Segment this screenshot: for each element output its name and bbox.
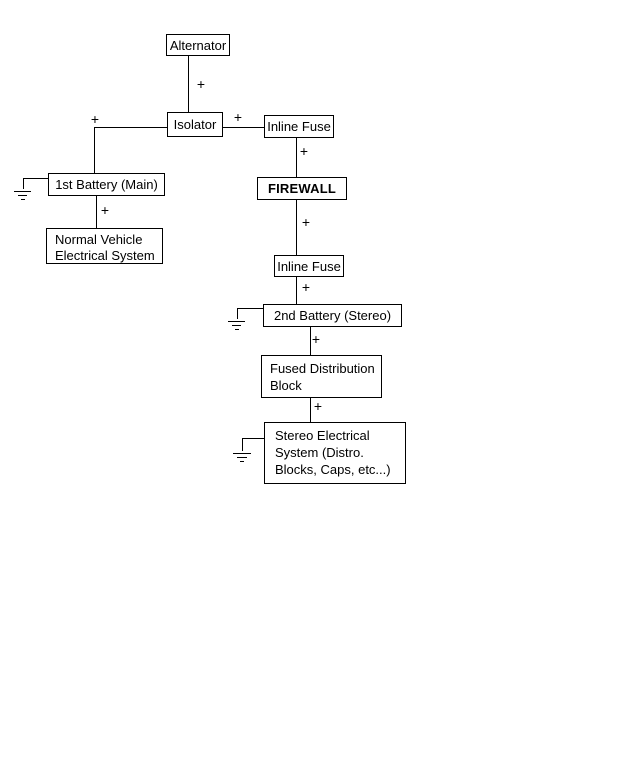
- node-2nd-battery-stereo: 2nd Battery (Stereo): [263, 304, 402, 327]
- connector-fusedblock-stereosystem: [310, 398, 311, 422]
- polarity-plus-label: +: [301, 279, 311, 295]
- node-inline-fuse-bottom: Inline Fuse: [274, 255, 344, 277]
- connector-firewall-inlinefuse2: [296, 200, 297, 255]
- polarity-plus-label: +: [311, 331, 321, 347]
- polarity-plus-label: +: [90, 111, 100, 127]
- polarity-plus-label: +: [100, 202, 110, 218]
- node-isolator: Isolator: [167, 112, 223, 137]
- node-1st-battery-main: 1st Battery (Main): [48, 173, 165, 196]
- node-firewall: FIREWALL: [257, 177, 347, 200]
- connector-isolator-inlinefuse: [223, 127, 264, 128]
- connector-alternator-isolator: [188, 56, 189, 112]
- polarity-plus-label: +: [299, 143, 309, 159]
- connector-battery1-vehiclesystem: [96, 196, 97, 228]
- connector-battery2-fusedblock: [310, 327, 311, 355]
- node-alternator: Alternator: [166, 34, 230, 56]
- connector-inlinefuse2-battery2: [296, 277, 297, 304]
- node-normal-vehicle-electrical-system: Normal Vehicle Electrical System: [46, 228, 163, 264]
- connector-inlinefuse-firewall: [296, 138, 297, 177]
- node-inline-fuse-top: Inline Fuse: [264, 115, 334, 138]
- node-stereo-electrical-system: Stereo Electrical System (Distro. Blocks…: [264, 422, 406, 484]
- polarity-plus-label: +: [233, 109, 243, 125]
- polarity-plus-label: +: [196, 76, 206, 92]
- polarity-plus-label: +: [301, 214, 311, 230]
- node-fused-distribution-block: Fused Distribution Block: [261, 355, 382, 398]
- connector-isolator-battery1-horizontal: [94, 127, 168, 128]
- connector-isolator-battery1-vertical: [94, 127, 95, 173]
- polarity-plus-label: +: [313, 398, 323, 414]
